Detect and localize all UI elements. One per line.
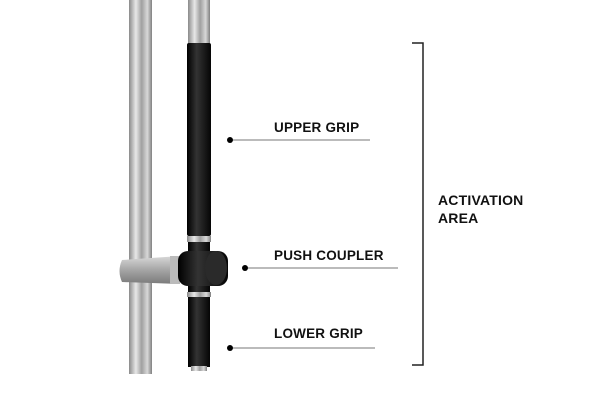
coupler-arm xyxy=(119,256,180,284)
end-cap xyxy=(191,366,207,371)
upper-grip-dot xyxy=(227,137,233,143)
arm-collar xyxy=(170,256,180,284)
activation-label-line1: ACTIVATION xyxy=(438,192,524,208)
push-coupler-dot xyxy=(242,265,248,271)
lower-grip-label: LOWER GRIP xyxy=(274,326,363,341)
lower-grip-shape xyxy=(188,297,210,367)
upper-grip-label: UPPER GRIP xyxy=(274,120,360,135)
left-rod xyxy=(129,0,152,374)
activation-label-line2: AREA xyxy=(438,210,479,226)
upper-ring xyxy=(187,236,211,242)
activation-bracket xyxy=(412,42,424,366)
right-rod xyxy=(188,0,210,45)
push-coupler-label: PUSH COUPLER xyxy=(274,248,384,263)
upper-grip-shape xyxy=(187,43,211,236)
lower-grip-dot xyxy=(227,345,233,351)
lower-ring xyxy=(187,292,211,297)
coupler-cap xyxy=(205,251,227,285)
